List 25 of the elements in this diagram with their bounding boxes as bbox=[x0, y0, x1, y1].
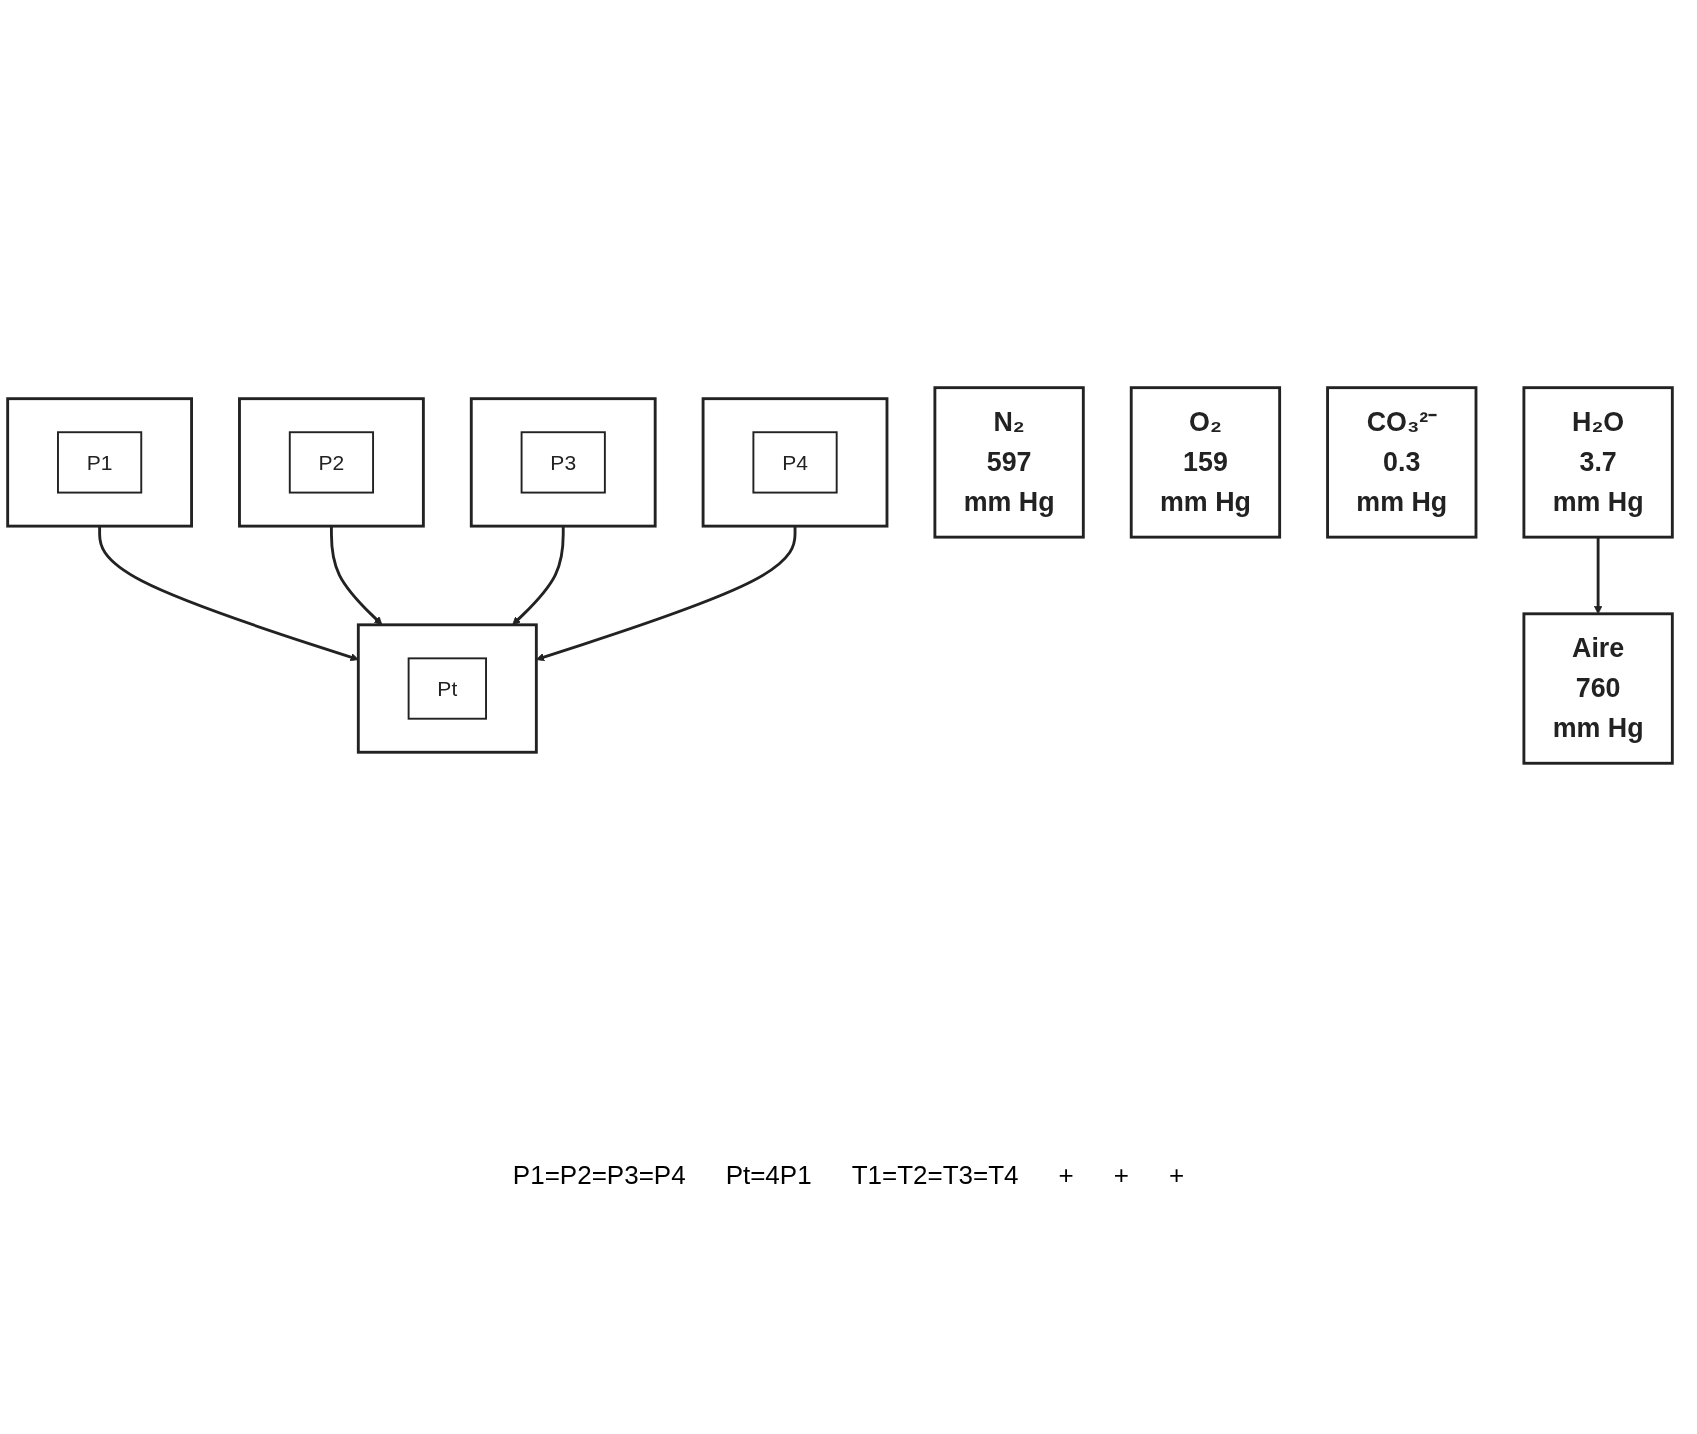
cluster bbox=[6, 396, 193, 528]
note-text: Pt=4P1 bbox=[725, 1160, 812, 1191]
note-text: + bbox=[1113, 1160, 1129, 1191]
node-box: O₂ 159 mm Hg bbox=[1129, 385, 1282, 539]
note-text: T1=T2=T3=T4 bbox=[851, 1160, 1019, 1191]
node-box: H₂O 3.7 mm Hg bbox=[1522, 385, 1674, 539]
node-box: P3 bbox=[520, 430, 606, 494]
arrow bbox=[98, 525, 359, 661]
node-box: N₂ 597 mm Hg bbox=[933, 385, 1085, 539]
note-text: + bbox=[1058, 1160, 1074, 1191]
note-text: P1=P2=P3=P4 bbox=[512, 1160, 686, 1191]
arrow bbox=[1593, 536, 1603, 614]
node-box: CO₃²⁻ 0.3 mm Hg bbox=[1326, 385, 1478, 539]
node-box: P1 bbox=[57, 430, 143, 494]
cluster bbox=[356, 622, 538, 754]
node-box: P4 bbox=[752, 430, 838, 494]
node-box: Pt bbox=[407, 656, 487, 720]
note-text: + bbox=[1168, 1160, 1185, 1191]
cluster bbox=[469, 396, 657, 528]
node-box: P2 bbox=[288, 430, 375, 494]
arrow bbox=[512, 525, 565, 625]
arrow bbox=[330, 525, 383, 625]
cluster bbox=[238, 396, 425, 528]
node-box: Aire 760 mm Hg bbox=[1522, 611, 1674, 765]
cluster bbox=[701, 396, 889, 528]
